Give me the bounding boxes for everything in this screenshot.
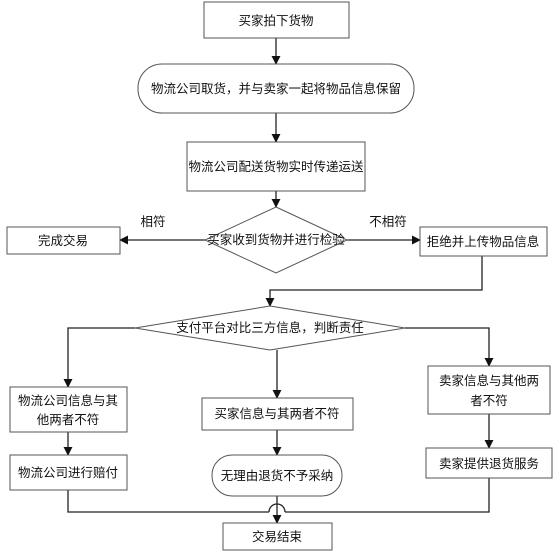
node-reject-label: 拒绝并上传物品信息 <box>427 234 540 249</box>
node-seller-mismatch-line1: 卖家信息与其他两 <box>439 373 539 388</box>
line-compensate-to-merge <box>67 490 269 513</box>
node-deliver: 物流公司配送货物实时传递运送 <box>186 141 366 192</box>
node-buyer-mismatch-label: 买家信息与其两者不符 <box>214 406 339 421</box>
node-seller-mismatch-line2: 者不符 <box>470 393 508 408</box>
node-end-label: 交易结束 <box>252 529 303 544</box>
node-inspect-label: 买家收到货物并进行检验 <box>207 232 345 247</box>
node-pickup-label: 物流公司取货，并与卖家一起将物品信息保留 <box>151 81 401 96</box>
edge-label-mismatch: 不相符 <box>369 214 407 229</box>
node-no-reason-return: 无理由退货不予采纳 <box>211 454 343 497</box>
node-logistics-mismatch-line1: 物流公司信息与其 <box>18 393 118 408</box>
node-judge-decision: 支付平台对比三方信息，判断责任 <box>134 305 406 351</box>
arrow-judge-to-logistics <box>63 327 135 388</box>
node-logistics-mismatch: 物流公司信息与其 他两者不符 <box>9 386 128 433</box>
node-seller-mismatch: 卖家信息与其他两 者不符 <box>427 365 551 415</box>
edge-label-match: 相符 <box>140 214 165 229</box>
connectors <box>63 38 494 524</box>
arrow-reject-to-judge <box>265 256 483 307</box>
line-refund-to-merge <box>285 478 490 513</box>
node-logistics-compensate-label: 物流公司进行赔付 <box>18 465 118 480</box>
node-buyer-mismatch: 买家信息与其两者不符 <box>201 397 354 431</box>
node-complete: 完成交易 <box>6 226 121 255</box>
node-inspect-decision: 买家收到货物并进行检验 <box>203 206 349 274</box>
node-buyer-buy: 买家拍下货物 <box>203 1 350 39</box>
node-buyer-buy-label: 买家拍下货物 <box>238 13 313 28</box>
node-judge-label: 支付平台对比三方信息，判断责任 <box>176 320 364 335</box>
node-seller-refund: 卖家提供退货服务 <box>425 447 553 479</box>
node-pickup: 物流公司取货，并与卖家一起将物品信息保留 <box>137 63 415 114</box>
node-end: 交易结束 <box>222 522 333 551</box>
node-reject: 拒绝并上传物品信息 <box>419 226 548 257</box>
node-logistics-mismatch-line2: 他两者不符 <box>37 412 100 427</box>
arrow-judge-to-seller <box>405 327 494 367</box>
node-complete-label: 完成交易 <box>38 233 88 248</box>
node-deliver-label: 物流公司配送货物实时传递运送 <box>188 159 364 174</box>
node-logistics-compensate: 物流公司进行赔付 <box>9 454 128 491</box>
node-no-reason-return-label: 无理由退货不予采纳 <box>221 468 334 483</box>
node-seller-refund-label: 卖家提供退货服务 <box>439 456 539 471</box>
